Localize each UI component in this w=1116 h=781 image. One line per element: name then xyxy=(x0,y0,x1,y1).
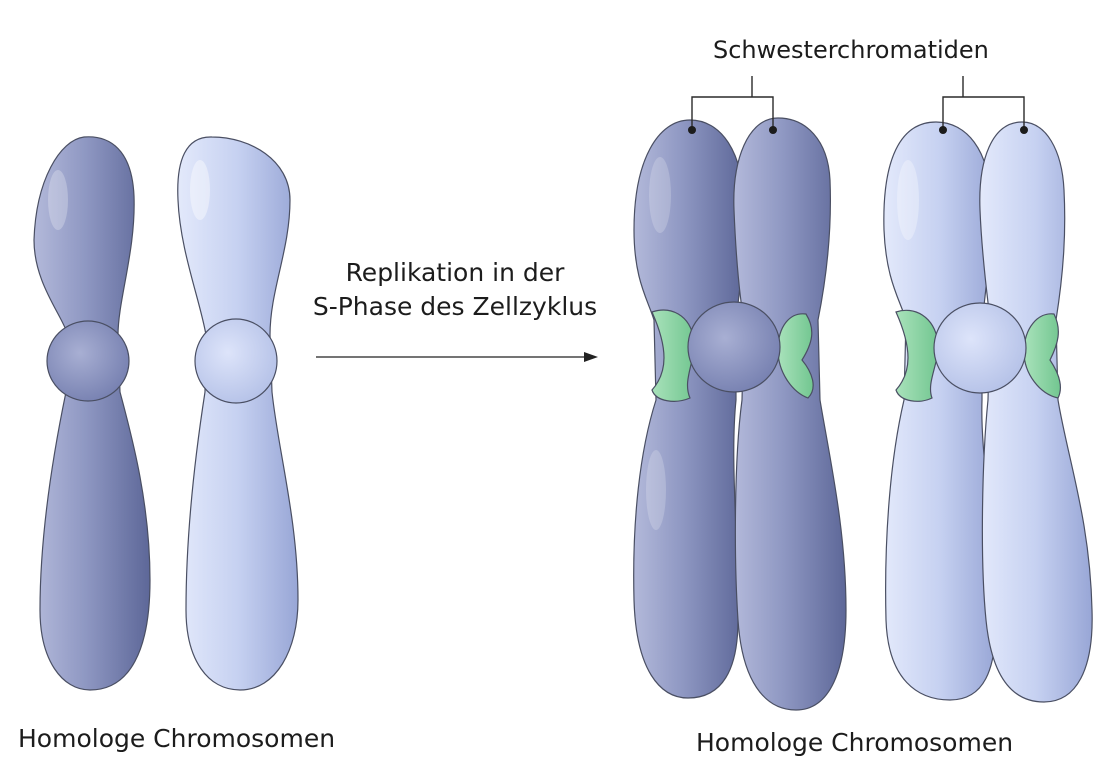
left-light-chromosome xyxy=(177,136,299,691)
right-light-kinetochore-left xyxy=(895,309,939,402)
sister-bracket-light xyxy=(942,76,1025,130)
right-dark-kinetochore-right xyxy=(777,313,814,399)
right-caption: Homologe Chromosomen xyxy=(696,728,1014,757)
sister-bracket-dark xyxy=(691,76,774,130)
replication-label-line2: S-Phase des Zellzyklus xyxy=(312,292,598,321)
right-light-kinetochore-right xyxy=(1023,313,1062,399)
replication-arrow xyxy=(316,352,598,362)
left-dark-chromosome xyxy=(33,136,151,691)
sister-chromatids-label: Schwesterchromatiden xyxy=(713,36,989,64)
sister-dot-light-left xyxy=(939,126,947,134)
replication-label: Replikation in der S-Phase des Zellzyklu… xyxy=(300,256,610,324)
right-light-centromere xyxy=(933,302,1027,394)
right-dark-chromatid-right xyxy=(733,117,847,711)
right-light-chromatid-left xyxy=(883,121,997,701)
right-light-chromatid-right xyxy=(979,121,1093,703)
sister-dot-light-right xyxy=(1020,126,1028,134)
sister-dot-dark-left xyxy=(688,126,696,134)
right-dark-chromatid-left xyxy=(633,119,745,699)
replication-label-line1: Replikation in der xyxy=(345,258,565,287)
right-dark-kinetochore-left xyxy=(651,309,695,402)
left-light-centromere xyxy=(194,318,278,404)
left-caption: Homologe Chromosomen xyxy=(18,724,336,753)
right-dark-centromere xyxy=(687,301,781,393)
sister-dot-dark-right xyxy=(769,126,777,134)
left-dark-centromere xyxy=(46,320,130,402)
